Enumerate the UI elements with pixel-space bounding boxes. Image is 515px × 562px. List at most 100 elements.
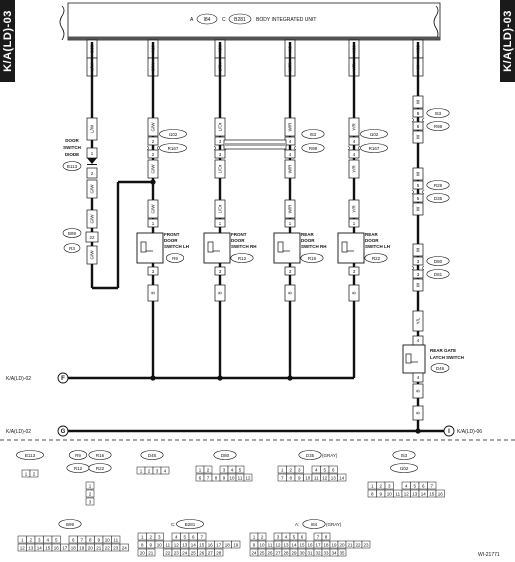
diode-pin-2: 2 [91, 171, 94, 176]
legend-pin: 8 [141, 543, 144, 548]
rear-gate-pin-in: 4 [417, 338, 420, 343]
legend-pin: 11 [268, 543, 273, 548]
switch-wire-in: G/W [151, 204, 156, 214]
legend-pin: 5 [293, 535, 296, 540]
legend-pin: 18 [225, 543, 231, 548]
ground-f-ref: K/A(LD)-02 [6, 376, 31, 382]
switch-conn: R9 [172, 256, 178, 261]
legend-pin: 21 [347, 543, 353, 548]
ground-ref-g: K/A(LD)-02 G [6, 425, 69, 437]
switch-pin-in: 1 [353, 221, 356, 226]
legend-pin: 17 [315, 543, 321, 548]
ground-ref-i: I K/A(LD)-06 [443, 425, 482, 437]
switch-pin-out: 3 [219, 269, 222, 274]
legend-pin: 20 [88, 546, 94, 551]
switch-wire-in: L/Or [218, 204, 223, 213]
legend-b99-label: B99 [66, 522, 75, 527]
b99-wire-top: G/W [90, 214, 95, 224]
legend-pin: 17 [62, 546, 68, 551]
mid-wire-top: L/Or [218, 122, 223, 131]
legend-pin: 1 [253, 535, 256, 540]
legend-pin: 11 [238, 476, 243, 481]
switch-title: DOOR [164, 238, 178, 243]
legend-pin: 13 [28, 546, 34, 551]
legend-pin: 13 [283, 543, 289, 548]
unit-conn-c: B281 [234, 17, 246, 23]
right-conn-sub: D35 [434, 196, 443, 201]
switch-pin-out: 3 [152, 269, 155, 274]
legend-pin: 14 [37, 546, 43, 551]
legend-pin: 10 [305, 476, 311, 481]
mid-wire-bottom: Y/R [352, 165, 357, 173]
right-wire-top: W [416, 247, 421, 252]
legend-pin: 6 [332, 468, 335, 473]
legend-pin: 1 [89, 484, 92, 489]
right-conn-id: I53 [435, 111, 442, 116]
mid-wire-top: Y/R [352, 123, 357, 131]
right-conn-id: R29 [434, 183, 443, 188]
rear-gate-latch-switch: Y/L 4 4 B B REAR GATE LATCH SWITCH D46 [402, 310, 464, 421]
body-integrated-unit: A I84 C B281 BODY INTEGRATED UNIT [59, 2, 441, 41]
diode-upper-wire: L/W [90, 124, 95, 133]
switch-wire-out: B [218, 291, 223, 294]
diode-title-3: DIODE [65, 152, 79, 157]
legend-pin: 5 [413, 484, 416, 489]
legend-pin: 9 [97, 538, 100, 543]
switch-conn: R12 [238, 256, 247, 261]
legend-pin: 9 [253, 543, 256, 548]
rear-gate-title-1: REAR GATE [430, 348, 456, 353]
legend-pin: 15 [45, 546, 51, 551]
right-wire-top: W [416, 171, 421, 176]
ground-g-ref: K/A(LD)-02 [6, 429, 31, 435]
b99-conn-b: R3 [69, 246, 75, 251]
switch-conn: R22 [372, 256, 381, 261]
unit-label-c: C [222, 17, 226, 23]
legend-pin: 16 [307, 543, 313, 548]
legend-pin: 11 [314, 476, 319, 481]
legend-pin: 3 [298, 468, 301, 473]
legend-pin: 12 [20, 546, 26, 551]
legend-pin: 8 [371, 492, 374, 497]
switch-title: FRONT [164, 232, 180, 237]
rear-gate-title-2: LATCH SWITCH [430, 355, 464, 360]
legend-pin: 6 [192, 535, 195, 540]
legend-pin: 5 [183, 535, 186, 540]
legend-d35-label: D35 [306, 453, 315, 458]
legend-pin: 4 [46, 538, 49, 543]
legend-pin: 2 [379, 484, 382, 489]
page-side-tab-left: K/A(LD)-03 [0, 0, 15, 82]
legend-pin: 6 [72, 538, 75, 543]
legend-pin: 10 [157, 543, 163, 548]
legend-pin: 33 [323, 551, 329, 556]
legend-pin: 2 [289, 468, 292, 473]
legend-pin: 3 [158, 535, 161, 540]
mid-pin-bot: 3 [219, 152, 222, 157]
rear-gate-lower-wire: B [416, 411, 421, 414]
legend-b113-label: B113 [25, 453, 36, 458]
legend-pin: 16 [54, 546, 60, 551]
splice-dots [150, 179, 421, 434]
legend-pin: 14 [291, 543, 297, 548]
ground-i-ref: K/A(LD)-06 [457, 429, 482, 435]
legend-pin: 16 [438, 492, 444, 497]
mid-pin-bot: 4 [353, 152, 356, 157]
mid-pin-top: 3 [219, 139, 222, 144]
switch-title: REAR [365, 232, 379, 237]
bridge-conn-id: I53 [310, 132, 317, 137]
legend-pin: 19 [233, 543, 239, 548]
diode-title-2: SWITCH [63, 145, 81, 150]
switch-title: SWITCH LH [365, 244, 390, 249]
legend-pin: 12 [245, 476, 251, 481]
legend-pin: 23 [113, 546, 119, 551]
legend-pin: 15 [199, 543, 205, 548]
legend-pin: 9 [298, 476, 301, 481]
